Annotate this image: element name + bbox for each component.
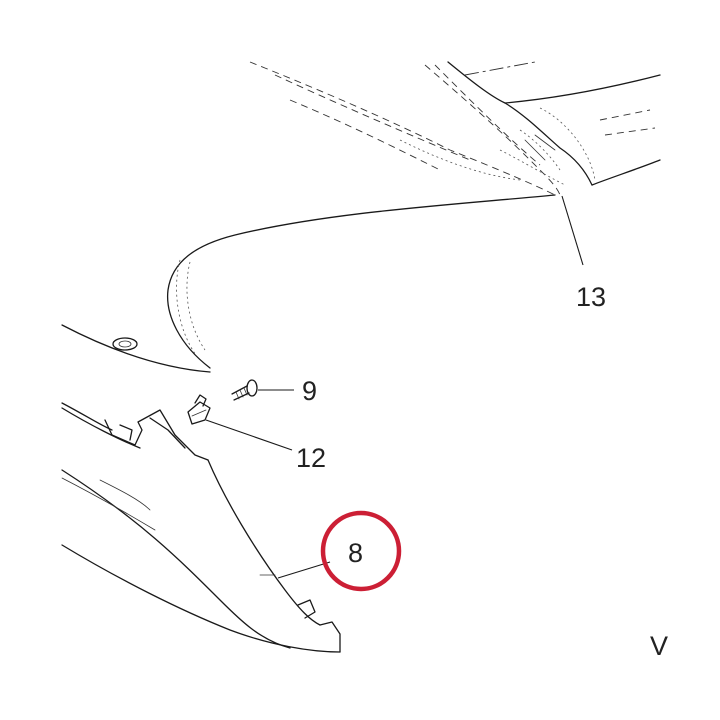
edge-label: V — [650, 631, 668, 661]
leader-13 — [561, 195, 584, 266]
middle-fairing-panel — [61, 324, 211, 373]
screw-part-9 — [231, 379, 258, 401]
highlight-circle — [320, 510, 402, 592]
fastener-hole — [112, 337, 138, 351]
callout-9: 9 — [302, 376, 317, 406]
upper-fairing-panel — [166, 61, 661, 369]
clip-nut-part-12 — [187, 394, 211, 425]
callout-12: 12 — [296, 443, 326, 473]
callout-8: 8 — [348, 538, 363, 568]
leader-8 — [277, 561, 331, 579]
callout-13: 13 — [576, 282, 606, 312]
leader-12 — [205, 419, 293, 451]
lower-cover-part-8 — [61, 402, 341, 653]
